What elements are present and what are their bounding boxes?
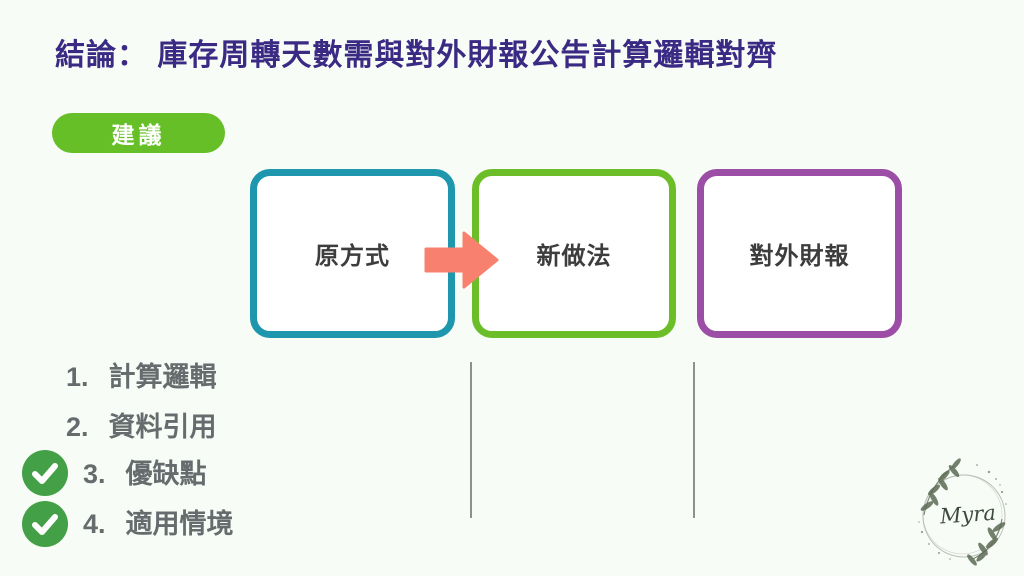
item-label: 資料引用 xyxy=(108,412,217,442)
check-icon xyxy=(22,501,68,547)
list-item: 3. 優缺點 xyxy=(83,459,207,489)
item-number: 2. xyxy=(66,412,89,442)
item-number: 1. xyxy=(66,362,89,392)
brand-logo: Myra xyxy=(918,458,1007,566)
item-number: 4. xyxy=(83,509,106,539)
column-divider xyxy=(470,362,472,518)
logo-text: Myra xyxy=(938,501,996,529)
item-number: 3. xyxy=(83,459,106,489)
column-divider xyxy=(693,362,695,518)
flow-box-original: 原方式 xyxy=(250,169,455,338)
flow-box-external: 對外財報 xyxy=(697,169,902,338)
flow-box-new: 新做法 xyxy=(472,169,676,338)
wreath-icon: Myra xyxy=(918,458,1007,566)
right-arrow-icon xyxy=(424,231,499,289)
list-item: 1. 計算邏輯 xyxy=(66,362,217,392)
item-label: 計算邏輯 xyxy=(108,362,217,392)
recommendation-badge: 建議 xyxy=(52,113,225,153)
page-title: 結論： 庫存周轉天數需與對外財報公告計算邏輯對齊 xyxy=(55,39,778,72)
flow-box-label: 對外財報 xyxy=(749,243,850,270)
list-item: 2. 資料引用 xyxy=(66,412,217,442)
item-label: 優缺點 xyxy=(125,459,207,489)
flow-box-label: 原方式 xyxy=(315,243,390,270)
badge-label: 建議 xyxy=(111,122,166,148)
check-icon xyxy=(22,450,68,496)
flow-box-label: 新做法 xyxy=(536,243,612,270)
list-item: 4. 適用情境 xyxy=(83,509,234,539)
item-label: 適用情境 xyxy=(125,509,234,539)
